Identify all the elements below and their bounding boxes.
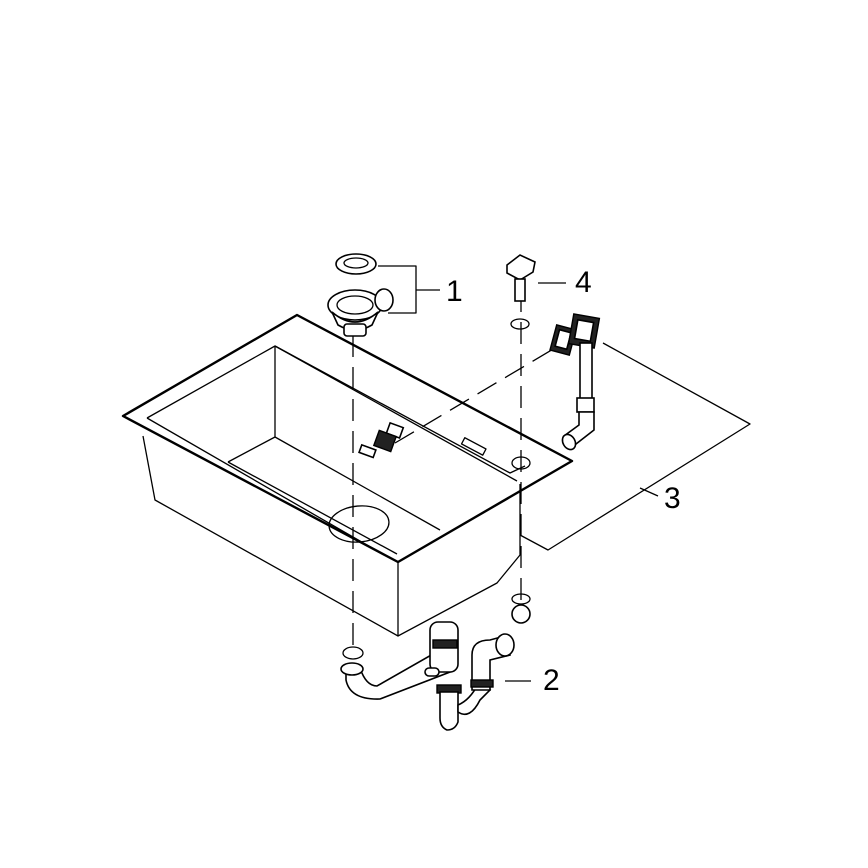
callout-label-3: 3: [664, 482, 681, 515]
callout-label-2: 2: [543, 664, 560, 697]
assembly-axis-lines: [352, 290, 561, 650]
part-2-siphon: [340, 593, 531, 731]
part-1-strainer: [327, 253, 440, 337]
part-3-overflow: [358, 313, 751, 551]
callout-label-1: 1: [446, 275, 463, 308]
part-4-knob: [506, 254, 566, 330]
sink-basin: [121, 313, 574, 637]
callout-label-4: 4: [575, 266, 592, 299]
